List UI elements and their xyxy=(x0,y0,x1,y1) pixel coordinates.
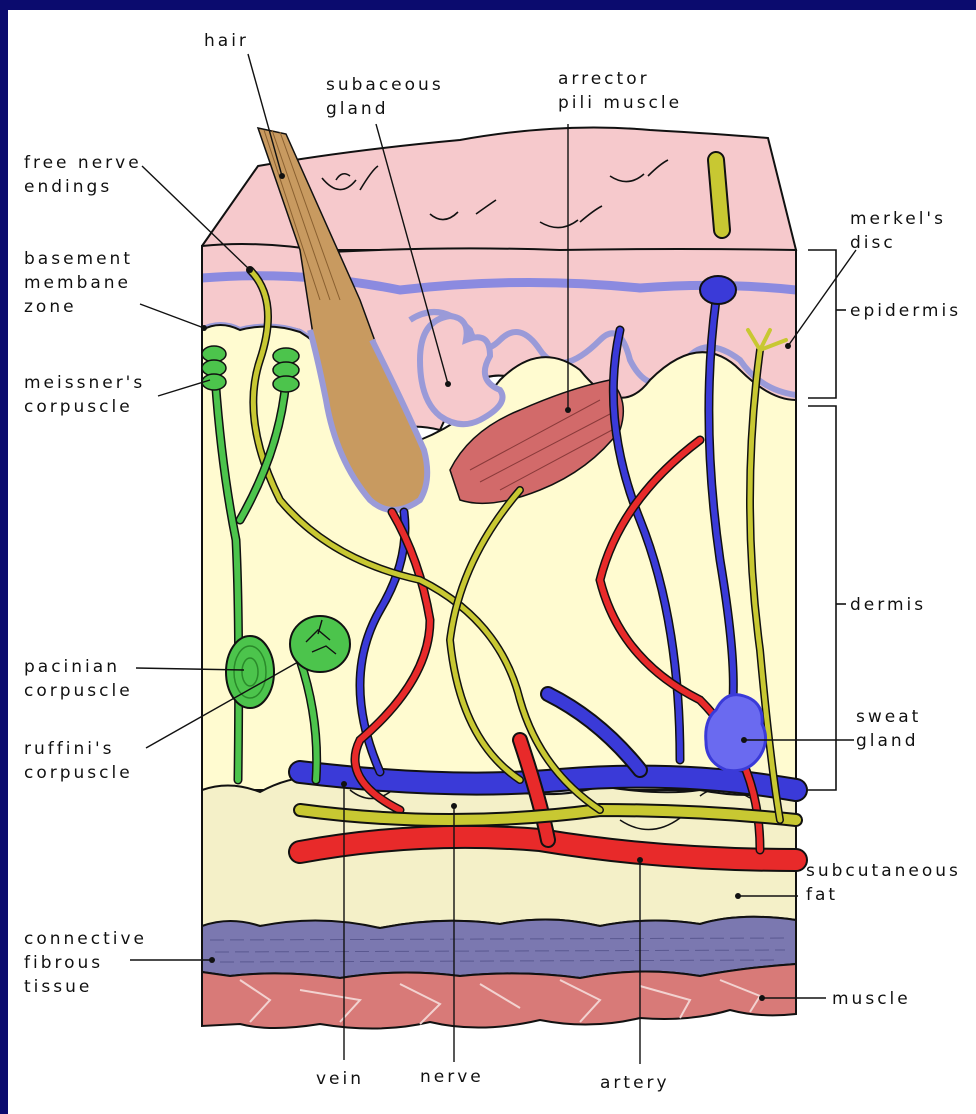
label-subcutaneous-fat-1: subcutaneous xyxy=(806,861,961,881)
label-arrector-pili-1: arrector xyxy=(558,69,650,89)
label-merkels-disc-1: merkel's xyxy=(850,209,946,229)
label-free-nerve-endings-2: endings xyxy=(24,177,112,197)
label-connective-tissue-3: tissue xyxy=(24,977,92,997)
label-subcutaneous-fat-2: fat xyxy=(806,885,838,905)
label-muscle: muscle xyxy=(832,989,911,1009)
label-ruffinis-corpuscle-1: ruffini's xyxy=(24,739,114,759)
label-sebaceous-gland-2: gland xyxy=(326,99,389,119)
label-artery: artery xyxy=(600,1073,670,1093)
label-ruffinis-corpuscle-2: corpuscle xyxy=(24,763,133,783)
merkel-disc-node xyxy=(700,276,736,304)
label-basement-membrane-1: basement xyxy=(24,249,133,269)
ruffinis-corpuscle xyxy=(290,616,350,672)
label-sweat-gland-2: gland xyxy=(856,731,919,751)
label-pacinian-corpuscle-1: pacinian xyxy=(24,657,120,677)
label-arrector-pili-2: pili muscle xyxy=(558,93,682,113)
label-sebaceous-gland-1: subaceous xyxy=(326,75,444,95)
label-merkels-disc-2: disc xyxy=(850,233,896,253)
label-meissners-corpuscle-2: corpuscle xyxy=(24,397,133,417)
label-basement-membrane-3: zone xyxy=(24,297,77,317)
pacinian-corpuscle xyxy=(226,636,274,708)
label-connective-tissue-1: connective xyxy=(24,929,147,949)
label-basement-membrane-2: membane xyxy=(24,273,131,293)
label-vein: vein xyxy=(316,1069,364,1089)
label-pacinian-corpuscle-2: corpuscle xyxy=(24,681,133,701)
label-sweat-gland-1: sweat xyxy=(856,707,921,727)
label-nerve: nerve xyxy=(420,1067,484,1087)
label-hair: hair xyxy=(204,31,249,51)
connective-tissue-layer xyxy=(202,917,796,978)
label-connective-tissue-2: fibrous xyxy=(24,953,103,973)
label-dermis: dermis xyxy=(850,595,926,615)
label-meissners-corpuscle-1: meissner's xyxy=(24,373,145,393)
label-epidermis: epidermis xyxy=(850,301,961,321)
layer-brackets xyxy=(808,250,846,790)
label-free-nerve-endings-1: free nerve xyxy=(24,153,142,173)
